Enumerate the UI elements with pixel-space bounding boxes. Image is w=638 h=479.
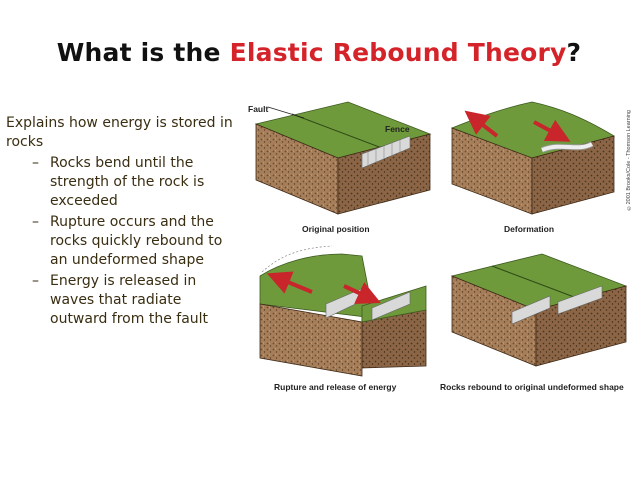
- slide-title: What is the Elastic Rebound Theory?: [0, 38, 638, 67]
- panel-label-rupture: Rupture and release of energy: [274, 382, 397, 392]
- copyright-credit: ©2001 Brooks/Cole - Thomson Learning: [626, 110, 632, 211]
- panel-original-block: [254, 101, 432, 215]
- sub-bullet-1: – Rocks bend until the strength of the r…: [6, 154, 241, 211]
- dash-icon: –: [32, 273, 39, 289]
- panel-rebound-block: [450, 253, 628, 367]
- sub-bullet-3-text: Energy is released in waves that radiate…: [50, 273, 209, 327]
- sub-bullet-3: – Energy is released in waves that radia…: [6, 272, 241, 329]
- bullet-lead-text: Explains how energy is stored in rocks: [6, 115, 233, 150]
- arrow-icon: [343, 282, 381, 304]
- panel-label-rebound: Rocks rebound to original undeformed sha…: [440, 382, 624, 392]
- arrow-icon: [533, 119, 571, 142]
- title-part-2: ?: [566, 38, 582, 67]
- sub-bullet-1-text: Rocks bend until the strength of the roc…: [50, 155, 205, 209]
- bullet-list: Explains how energy is stored in rocks –…: [6, 114, 241, 329]
- title-part-1: What is the: [56, 38, 230, 67]
- panel-label-original: Original position: [302, 224, 370, 234]
- figure-illustration: [254, 101, 628, 377]
- fence-icon: [361, 135, 411, 169]
- dash-icon: –: [32, 214, 39, 230]
- arrow-icon: [464, 110, 499, 138]
- fence-label: Fence: [385, 124, 410, 134]
- sub-bullet-2: – Rupture occurs and the rocks quickly r…: [6, 213, 241, 270]
- fault-label: Fault: [248, 104, 269, 114]
- elastic-rebound-figure: Fault Fence Original position Deformatio…: [242, 96, 634, 401]
- sub-bullet-2-text: Rupture occurs and the rocks quickly reb…: [50, 214, 223, 268]
- dash-icon: –: [32, 155, 39, 171]
- arrow-icon: [266, 271, 313, 294]
- panel-deformation-block: [450, 101, 616, 215]
- bullet-lead: Explains how energy is stored in rocks: [6, 114, 241, 152]
- title-highlight: Elastic Rebound Theory: [229, 38, 567, 67]
- panel-label-deformation: Deformation: [504, 224, 555, 234]
- panel-rupture-block: [259, 245, 427, 377]
